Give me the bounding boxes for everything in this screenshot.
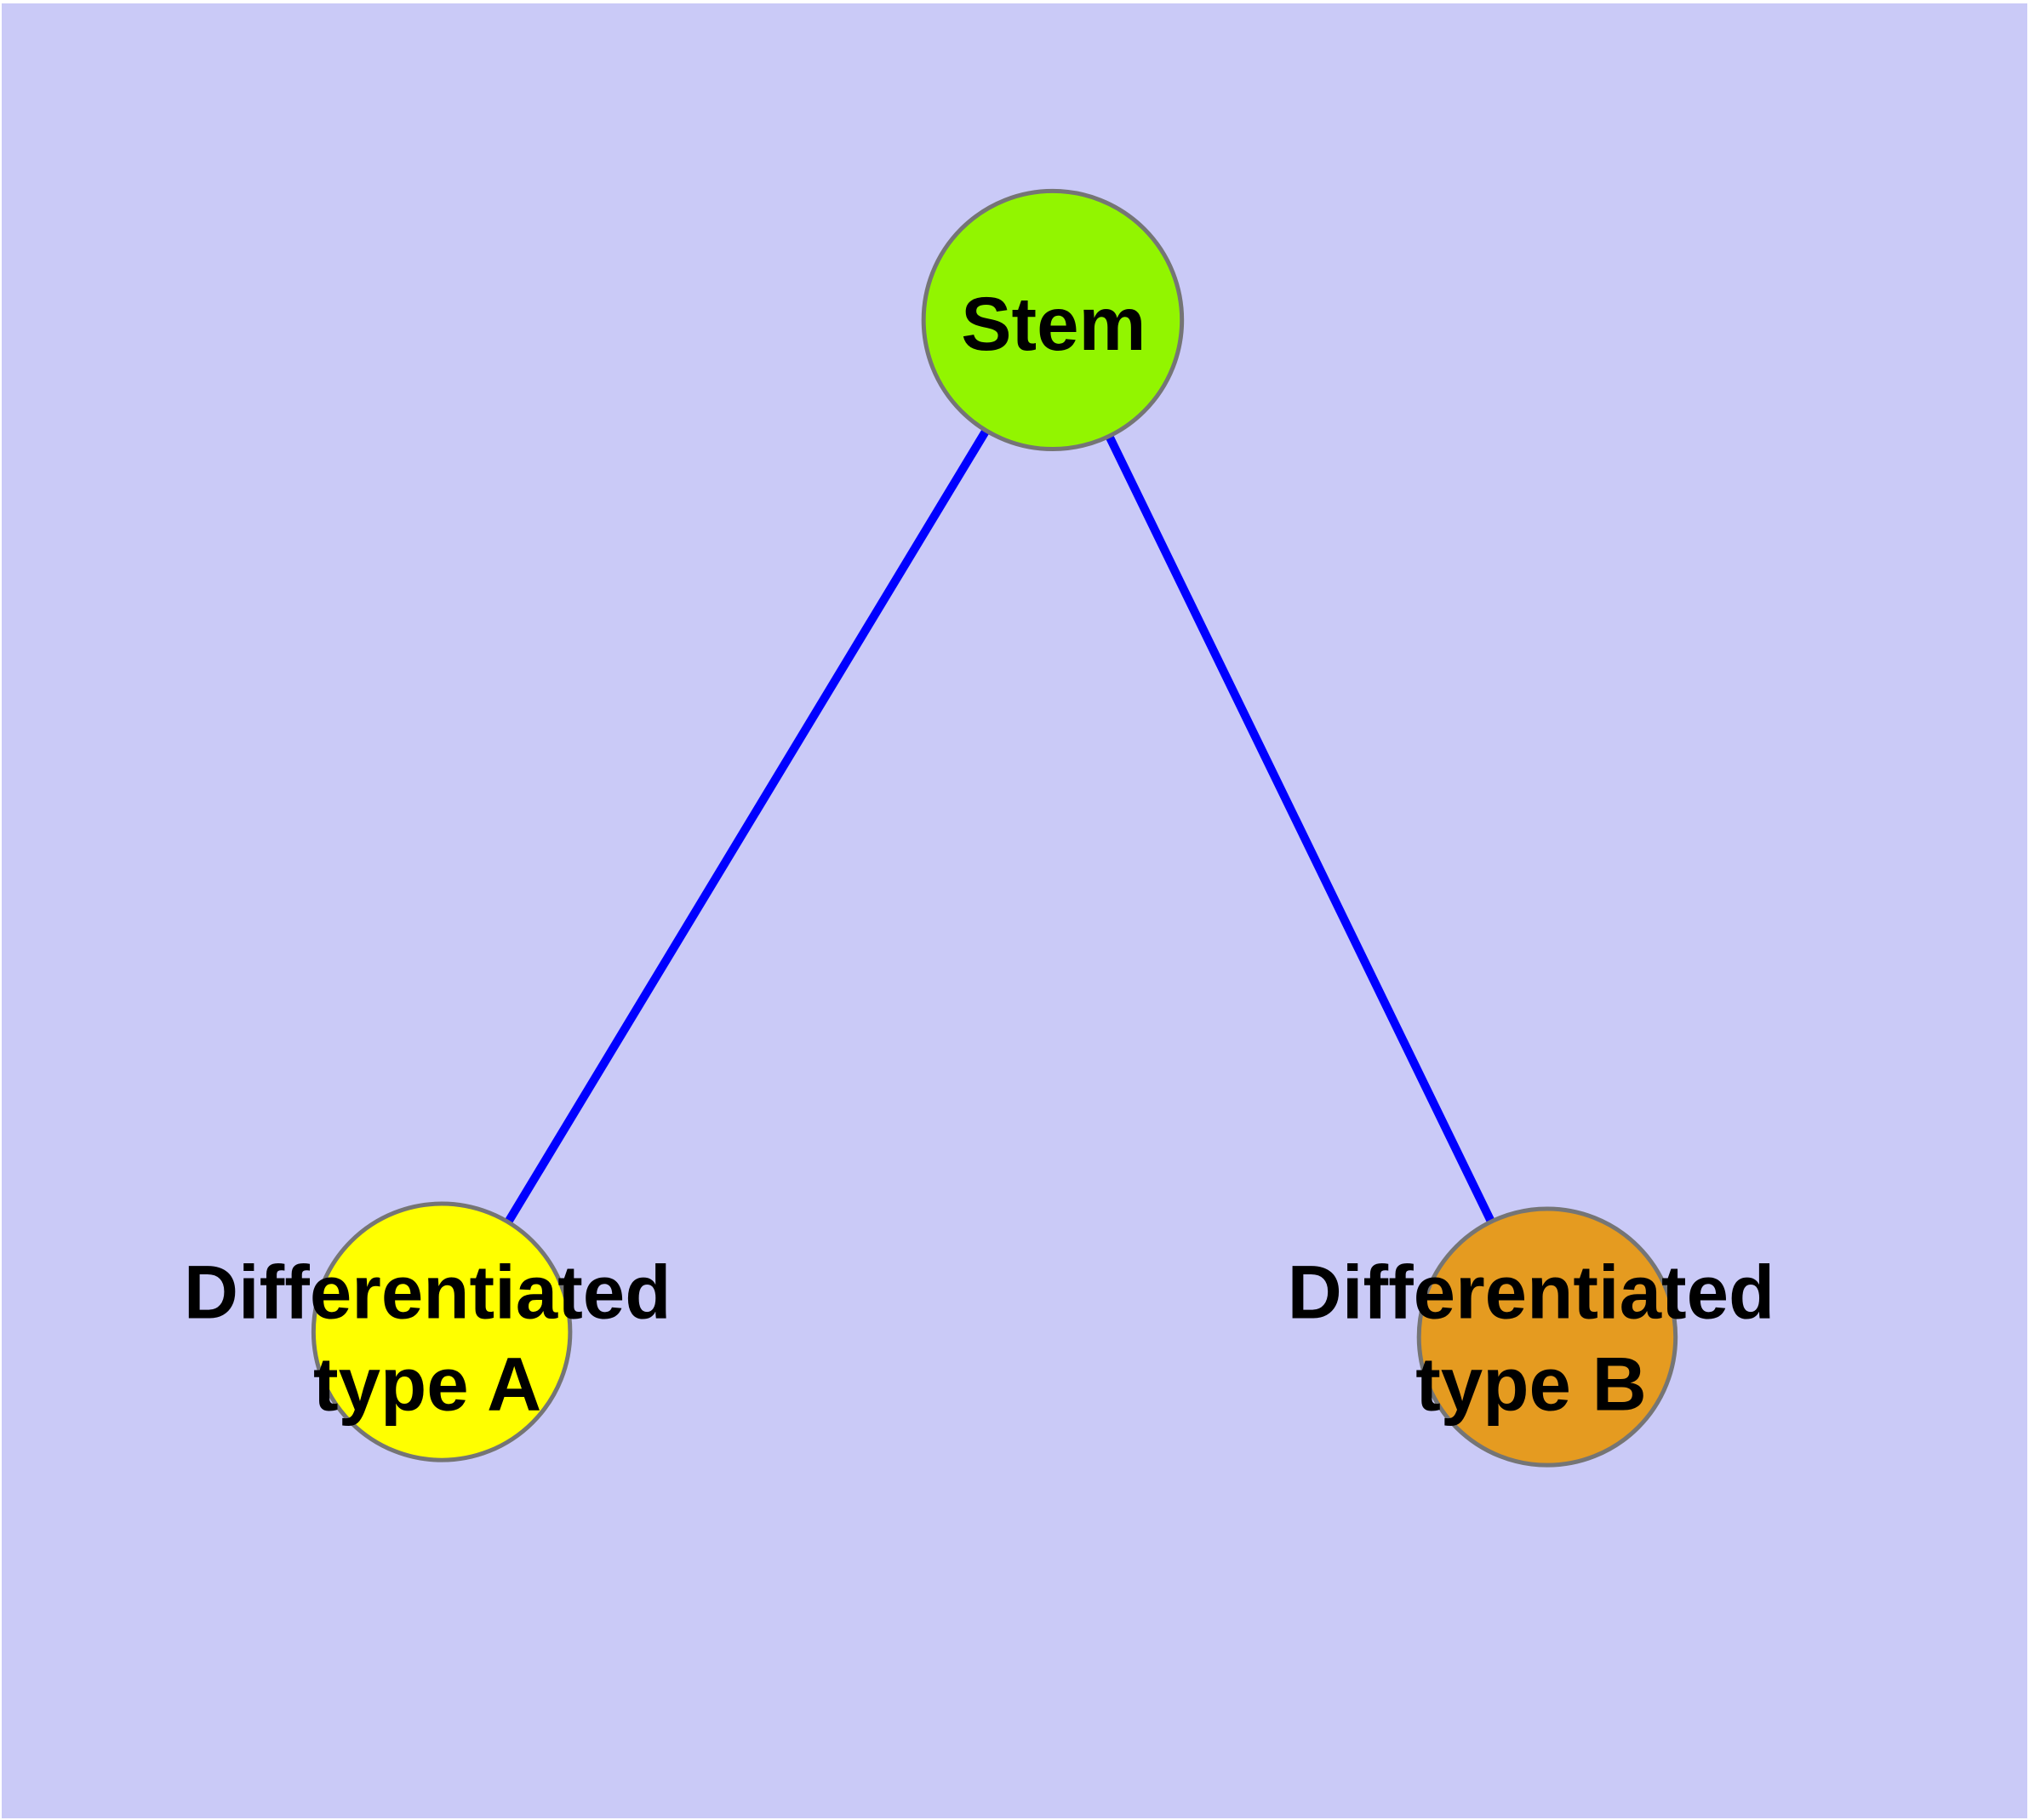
label-differentiated-type-b-line-1: Differentiated xyxy=(1288,1251,1775,1335)
label-differentiated-type-b-line-2: type B xyxy=(1415,1342,1647,1426)
edge-stem-to-differentiated-type-a xyxy=(437,318,1057,1335)
nodes xyxy=(311,188,1678,1468)
edges xyxy=(437,318,1552,1339)
label-stem: Stem xyxy=(961,282,1146,366)
node-differentiated-type-b[interactable] xyxy=(1416,1206,1678,1468)
node-labels: Stem Differentiated type A Differentiate… xyxy=(184,282,1775,1426)
stem-cell-differentiation-graph: Stem Differentiated type A Differentiate… xyxy=(2,3,2027,1818)
node-stem[interactable] xyxy=(921,188,1185,452)
node-differentiated-type-a[interactable] xyxy=(311,1201,573,1462)
label-differentiated-type-a-line-1: Differentiated xyxy=(184,1251,672,1335)
label-differentiated-type-a-line-2: type A xyxy=(313,1342,541,1426)
diagram-frame: Stem Differentiated type A Differentiate… xyxy=(2,3,2027,1818)
edge-stem-to-differentiated-type-b xyxy=(1049,318,1552,1339)
